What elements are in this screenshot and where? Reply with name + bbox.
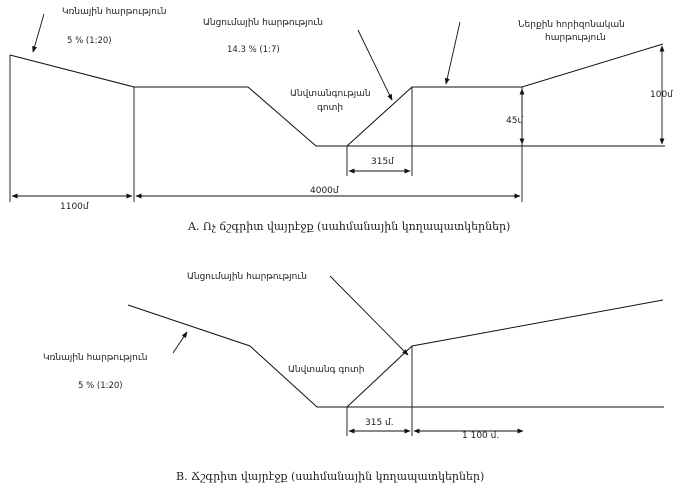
dim-label-45: 45մ (506, 116, 523, 126)
label-inner-a-2: հարթություն (545, 33, 606, 43)
label-side-ratio-b: 5 % (1:20) (78, 381, 123, 391)
label-strip-b: Անվտանգ գոտի (288, 365, 364, 375)
dim-label-b-1100: 1 100 մ. (462, 431, 499, 441)
dim-label-4000: 4000մ (310, 186, 339, 196)
leader-inner-a (444, 21, 461, 85)
label-side-slope-a: Կռնային հարթություն (62, 7, 166, 17)
leader-approach-b (329, 275, 409, 356)
label-strip-a-1: Անվտանգության (290, 89, 371, 99)
profile-a (9, 43, 664, 147)
diagram-b: Անցումային հարթություն Կռնային հարթությո… (43, 272, 664, 483)
label-inner-a: Ներքին հորիզոնական (518, 20, 625, 30)
dim-label-100: 100մ (650, 90, 673, 100)
dim-label-b-315: 315 մ. (365, 418, 394, 428)
label-approach-b: Անցումային հարթություն (187, 272, 307, 282)
caption-b: B. Ճշգրիտ վայրէջք (սահմանային կողապատկեր… (176, 470, 484, 483)
label-approach-ratio-a: 14.3 % (1:7) (227, 45, 280, 55)
leader-approach-a (357, 29, 393, 101)
leader-side-b (172, 331, 188, 354)
label-approach-a: Անցումային հարթություն (203, 18, 323, 28)
label-side-ratio-a: 5 % (1:20) (67, 36, 112, 46)
label-side-slope-b: Կռնային հարթություն (43, 353, 147, 363)
caption-a: A. Ոչ ճշգրիտ վայրէջք (սահմանային կողապատ… (187, 220, 510, 233)
leader-side-a (32, 13, 45, 53)
diagram-a: Կռնային հարթություն 5 % (1:20) Անցումայի… (9, 7, 673, 233)
label-strip-a-2: գոտի (317, 103, 343, 113)
dim-label-315: 315մ (371, 157, 394, 167)
dim-label-1100: 1100մ (60, 202, 89, 212)
profile-b (127, 299, 664, 408)
